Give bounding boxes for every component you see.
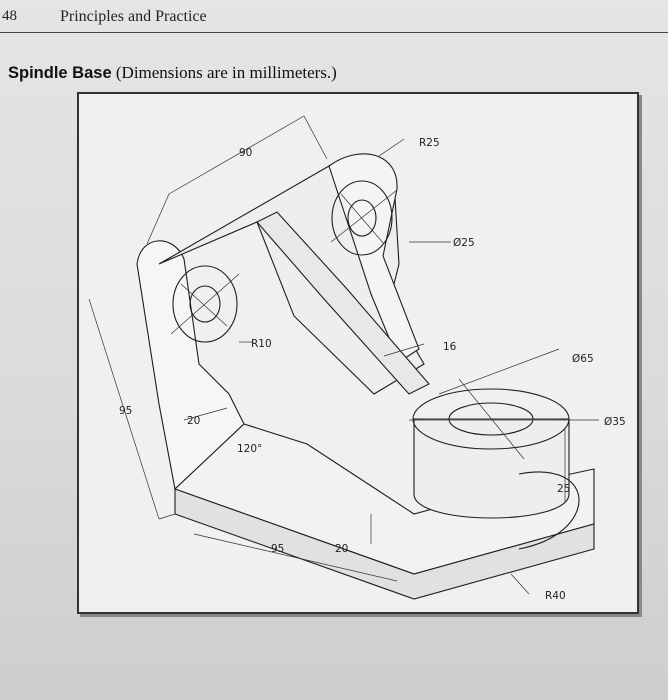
left-hole bbox=[189, 285, 221, 323]
drawing-frame: 90 R25 Ø25 R10 16 Ø65 Ø35 95 20 120° 25 … bbox=[77, 92, 639, 614]
cylinder-top bbox=[412, 388, 570, 450]
exercise-title: Spindle Base bbox=[8, 64, 112, 82]
dim-r25: R25 bbox=[419, 137, 440, 149]
dim-95-length: 95 bbox=[271, 543, 284, 555]
running-title: Principles and Practice bbox=[60, 8, 207, 25]
spindle-base-isometric-drawing: 90 R25 Ø25 R10 16 Ø65 Ø35 95 20 120° 25 … bbox=[88, 115, 626, 602]
exercise-heading: Spindle Base (Dimensions are in millimet… bbox=[8, 63, 337, 83]
right-hole bbox=[347, 199, 377, 237]
left-boss-outer bbox=[172, 265, 238, 343]
dim-95-height: 95 bbox=[119, 405, 132, 417]
dim-20-base: 20 bbox=[335, 543, 348, 555]
dim-25-height: 25 bbox=[557, 483, 570, 495]
page-number: 48 bbox=[2, 8, 17, 24]
dim-90: 90 bbox=[239, 147, 252, 159]
base-round-end bbox=[518, 471, 580, 550]
right-boss bbox=[331, 180, 393, 256]
header-rule bbox=[0, 32, 668, 33]
exercise-subtitle: (Dimensions are in millimeters.) bbox=[115, 63, 337, 82]
dim-20-thickness: 20 bbox=[187, 415, 200, 427]
dim-d25: Ø25 bbox=[453, 237, 475, 249]
dim-d35: Ø35 bbox=[604, 416, 626, 428]
inclined-rib bbox=[256, 211, 430, 395]
dimension-lines bbox=[88, 115, 599, 595]
page-header: 48 Principles and Practice bbox=[0, 4, 668, 34]
dim-16: 16 bbox=[443, 341, 457, 353]
cylinder-body bbox=[413, 418, 570, 519]
dim-120-angle: 120° bbox=[237, 443, 262, 455]
dim-d65: Ø65 bbox=[572, 353, 594, 365]
dim-r10: R10 bbox=[251, 338, 272, 350]
dim-r40: R40 bbox=[545, 590, 566, 602]
